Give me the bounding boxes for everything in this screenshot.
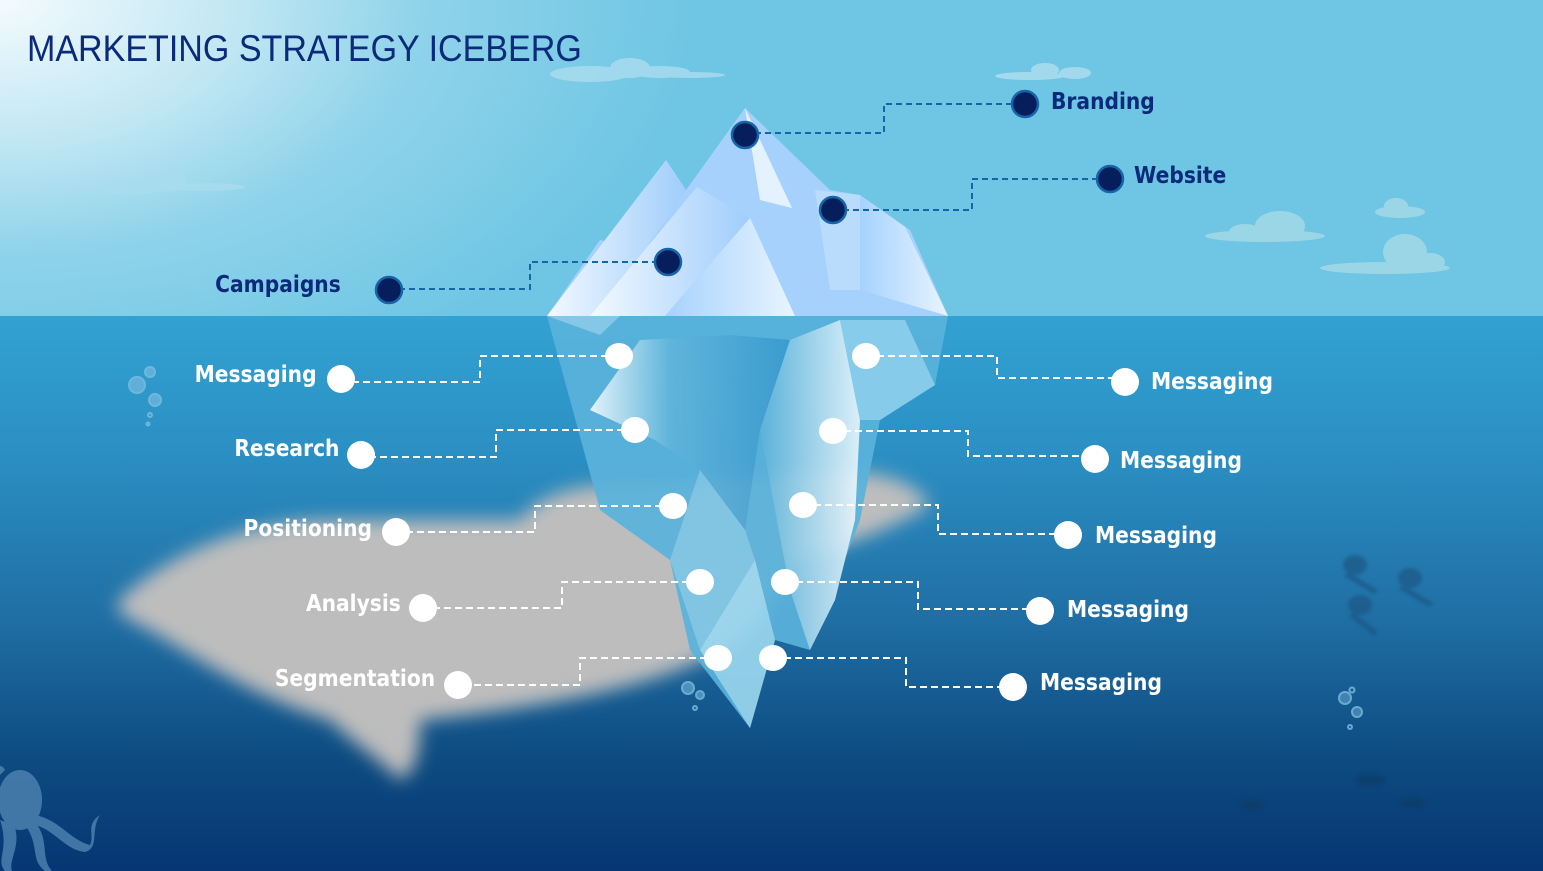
- label-right-1: Messaging: [1151, 369, 1273, 395]
- connector-campaigns: [389, 261, 668, 290]
- marker: [686, 569, 714, 595]
- connector-branding: [745, 103, 1025, 134]
- marker: [999, 673, 1027, 701]
- connectors-above: [389, 103, 1110, 290]
- marker: [852, 343, 880, 369]
- connector-left-1: [341, 355, 619, 383]
- cloud: [550, 58, 725, 82]
- marker: [704, 645, 732, 671]
- marker: [1081, 445, 1109, 473]
- connector-left-2: [361, 429, 635, 458]
- cloud: [995, 63, 1091, 80]
- label-left-1: Messaging: [195, 362, 317, 388]
- marker-website: [1095, 164, 1125, 194]
- label-left-2: Research: [233, 436, 339, 462]
- marker-peak: [730, 120, 760, 150]
- label-left-4: Analysis: [306, 591, 401, 617]
- label-right-3: Messaging: [1095, 523, 1217, 549]
- label-left-3: Positioning: [243, 516, 372, 542]
- cloud: [98, 168, 245, 195]
- connector-right-3: [803, 504, 1068, 535]
- label-website: Website: [1134, 163, 1227, 189]
- connector-right-5: [773, 657, 1013, 688]
- marker-branding: [1010, 89, 1040, 119]
- markers-below: [327, 343, 1139, 701]
- marker-campaigns: [374, 275, 404, 305]
- marker: [1026, 597, 1054, 625]
- cloud: [1205, 198, 1450, 274]
- connector-left-5: [458, 657, 718, 686]
- connector-left-3: [396, 505, 673, 533]
- marker: [347, 441, 375, 469]
- label-left-5: Segmentation: [274, 666, 435, 692]
- markers-above: [374, 89, 1125, 305]
- connector-website: [833, 178, 1110, 211]
- connectors-below: [341, 355, 1125, 688]
- marker-peak-left: [653, 247, 683, 277]
- label-branding: Branding: [1051, 89, 1155, 115]
- marker: [789, 492, 817, 518]
- connector-left-4: [423, 581, 700, 609]
- marker: [819, 418, 847, 444]
- connector-right-4: [785, 581, 1040, 610]
- bubbles-icon: [128, 366, 1363, 730]
- jellyfish-icon: [1343, 555, 1433, 636]
- marker: [771, 569, 799, 595]
- marker: [659, 493, 687, 519]
- label-right-5: Messaging: [1040, 670, 1162, 696]
- fish-icon: [1240, 774, 1427, 811]
- label-campaigns: Campaigns: [215, 272, 341, 298]
- connector-right-2: [833, 430, 1095, 457]
- marker: [327, 365, 355, 393]
- marker: [621, 417, 649, 443]
- page-title: MARKETING STRATEGY ICEBERG: [27, 28, 582, 69]
- marker: [409, 594, 437, 622]
- marker-peak-right: [818, 195, 848, 225]
- marker: [759, 645, 787, 671]
- marker: [605, 343, 633, 369]
- label-right-2: Messaging: [1120, 448, 1242, 474]
- marker: [444, 671, 472, 699]
- marker: [1054, 521, 1082, 549]
- marker: [1111, 368, 1139, 396]
- octopus-icon: [0, 765, 100, 871]
- label-right-4: Messaging: [1067, 597, 1189, 623]
- marker: [382, 518, 410, 546]
